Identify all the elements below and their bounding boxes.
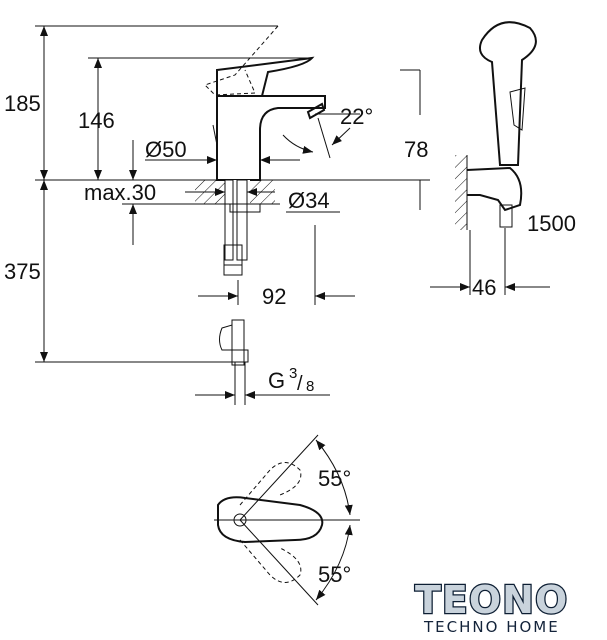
dim-max-30: max.30: [84, 180, 156, 205]
dim-g-den: 8: [306, 378, 314, 395]
dim-g-label: G: [268, 368, 285, 393]
dim-diameter-34: Ø34: [288, 188, 330, 213]
dim-46: 46: [472, 275, 496, 300]
hose-connection: [219, 319, 249, 405]
svg-text:/: /: [297, 373, 303, 395]
dim-angle-55-top: 55°: [318, 466, 351, 491]
teono-logo: TEONO TECHNO HOME: [414, 577, 569, 636]
dim-1500: 1500: [527, 211, 576, 236]
dim-g-num: 3: [289, 365, 297, 382]
logo-main-text: TEONO: [415, 578, 568, 622]
dim-angle-55-bottom: 55°: [318, 562, 351, 587]
faucet-side-view: [35, 25, 326, 181]
logo-sub-text: TECHNO HOME: [423, 618, 560, 636]
dim-78: 78: [404, 137, 428, 162]
faucet-top-view: [214, 434, 360, 606]
dim-angle-22: 22°: [340, 104, 373, 129]
dim-185: 185: [4, 91, 41, 116]
dim-375: 375: [4, 259, 41, 284]
dim-92: 92: [262, 284, 286, 309]
dim-diameter-50: Ø50: [145, 137, 187, 162]
hand-shower: [430, 21, 550, 295]
dim-146: 146: [78, 108, 115, 133]
